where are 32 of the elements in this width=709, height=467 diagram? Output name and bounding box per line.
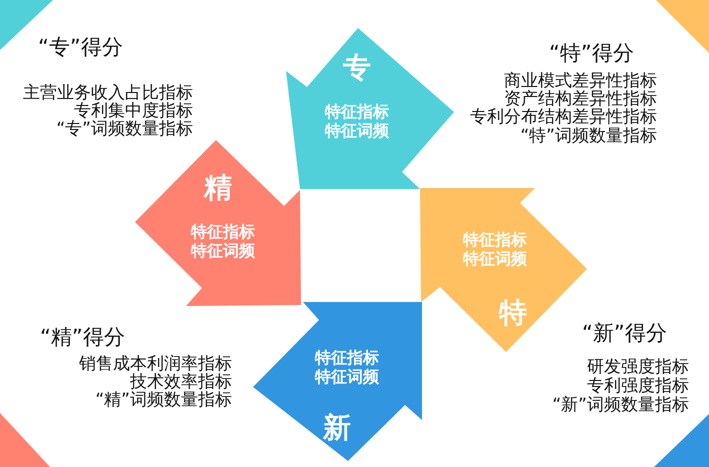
arrow-text: 特征词频: [325, 123, 389, 139]
arrow-text: 特征指标: [191, 224, 255, 240]
score-heading: “专”得分: [38, 37, 123, 58]
arrow-title: 精: [204, 174, 232, 202]
indicator-text: 技术效率指标: [130, 374, 232, 391]
arrow-text: 特征词频: [463, 251, 527, 267]
arrow-shape: [135, 140, 301, 306]
indicator-text: 资产结构差异性指标: [504, 91, 657, 108]
indicator-text: 研发强度指标: [587, 359, 689, 376]
indicator-text: 专利集中度指标: [74, 103, 193, 120]
arrow-text: 特征词频: [315, 369, 379, 385]
score-heading: “新”得分: [582, 323, 667, 344]
indicator-text: “精”词频数量指标: [95, 392, 232, 409]
score-heading: “精”得分: [40, 327, 125, 348]
score-heading: “特”得分: [549, 43, 634, 64]
arrow-text: 特征指标: [325, 104, 389, 120]
indicator-text: “专”词频数量指标: [56, 121, 193, 138]
arrow-text: 特征词频: [191, 243, 255, 259]
indicator-text: 专利强度指标: [587, 378, 689, 395]
indicator-text: 主营业务收入占比指标: [23, 85, 193, 102]
arrow-title: 新: [323, 414, 351, 442]
arrow-shape: [286, 28, 454, 189]
arrow-text: 特征指标: [315, 350, 379, 366]
arrow-text: 特征指标: [463, 232, 527, 248]
indicator-text: “特”词频数量指标: [520, 128, 657, 145]
indicator-text: 商业模式差异性指标: [504, 73, 657, 90]
arrow-title: 专: [343, 54, 371, 82]
arrow-title: 特: [499, 299, 527, 327]
arrow-shape: [253, 302, 422, 461]
indicator-text: 专利分布结构差异性指标: [470, 109, 657, 126]
indicator-text: 销售成本利润率指标: [79, 356, 232, 373]
indicator-text: “新”词频数量指标: [552, 397, 689, 414]
